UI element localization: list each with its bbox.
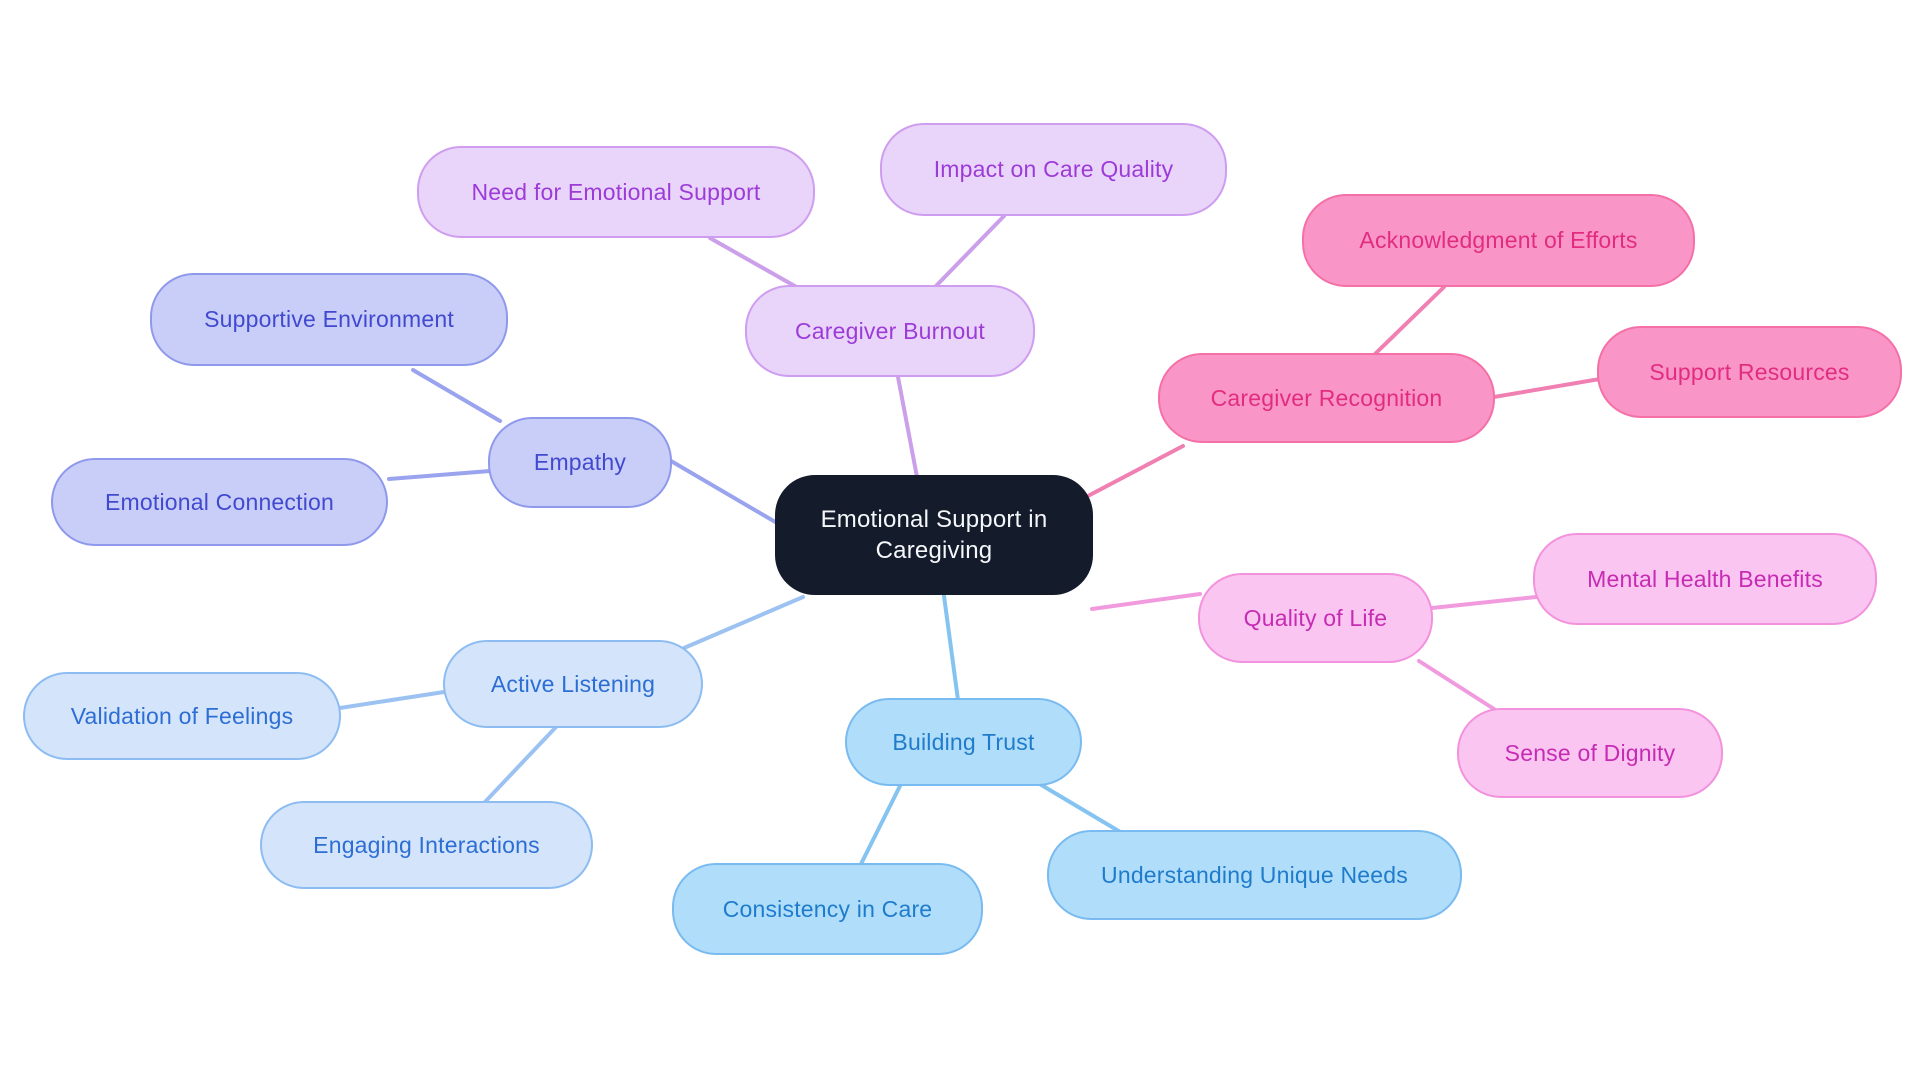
node-label: Supportive Environment	[204, 306, 454, 333]
mindmap-edge-trust-15	[942, 594, 960, 702]
mindmap-node-mental-health-benefits[interactable]: Mental Health Benefits	[1533, 533, 1877, 625]
node-label: Active Listening	[490, 670, 656, 697]
node-label: Acknowledgment of Efforts	[1359, 227, 1638, 254]
mindmap-edge-listening-12	[682, 595, 805, 650]
node-label: Emotional Connection	[104, 488, 335, 515]
mindmap-node-empathy[interactable]: Empathy	[488, 417, 672, 508]
mindmap-edge-empathy-9	[669, 459, 779, 525]
mindmap-node-active-listening[interactable]: Active Listening	[443, 640, 703, 728]
mindmap-node-engaging-interactions[interactable]: Engaging Interactions	[260, 801, 593, 889]
mindmap-edge-recognition-3	[1084, 444, 1185, 499]
node-label: Empathy	[533, 449, 627, 476]
node-label: Validation of Feelings	[70, 702, 294, 729]
mindmap-edge-burnout-1	[708, 236, 802, 291]
node-label: Emotional Support in Caregiving	[820, 505, 1048, 564]
mindmap-node-understanding-unique-needs[interactable]: Understanding Unique Needs	[1047, 830, 1462, 920]
mindmap-node-impact-on-care-quality[interactable]: Impact on Care Quality	[880, 123, 1227, 216]
mindmap-node-center[interactable]: Emotional Support in Caregiving	[775, 475, 1093, 595]
node-label: Impact on Care Quality	[933, 156, 1174, 183]
mindmap-node-support-resources[interactable]: Support Resources	[1597, 326, 1902, 418]
node-label: Mental Health Benefits	[1587, 565, 1823, 592]
mindmap-edge-quality-8	[1417, 659, 1496, 711]
mindmap-node-need-for-emotional-support[interactable]: Need for Emotional Support	[417, 146, 815, 238]
mindmap-node-quality-of-life[interactable]: Quality of Life	[1198, 573, 1433, 663]
mindmap-node-emotional-connection[interactable]: Emotional Connection	[51, 458, 388, 546]
mindmap-node-supportive-environment[interactable]: Supportive Environment	[150, 273, 508, 366]
node-label: Building Trust	[892, 728, 1035, 755]
mindmap-node-validation-of-feelings[interactable]: Validation of Feelings	[23, 672, 341, 760]
node-label: Sense of Dignity	[1504, 739, 1676, 766]
mindmap-edge-listening-14	[482, 725, 558, 805]
mindmap-edge-trust-16	[859, 782, 903, 866]
mindmap-edge-recognition-4	[1373, 285, 1446, 356]
node-label: Caregiver Burnout	[794, 317, 986, 344]
mindmap-edge-recognition-5	[1492, 377, 1602, 399]
mindmap-node-building-trust[interactable]: Building Trust	[845, 698, 1082, 786]
node-label: Need for Emotional Support	[471, 178, 761, 205]
mindmap-edge-empathy-10	[411, 368, 502, 423]
mindmap-edge-trust-17	[1036, 781, 1124, 835]
mindmap-node-caregiver-recognition[interactable]: Caregiver Recognition	[1158, 353, 1495, 443]
mindmap-edge-listening-13	[338, 690, 446, 710]
mindmap-node-consistency-in-care[interactable]: Consistency in Care	[672, 863, 983, 955]
mindmap-node-sense-of-dignity[interactable]: Sense of Dignity	[1457, 708, 1723, 798]
mindmap-edge-burnout-0	[896, 375, 919, 479]
node-label: Consistency in Care	[722, 895, 933, 922]
mindmap-edge-quality-7	[1430, 595, 1538, 610]
mindmap-edge-quality-6	[1090, 592, 1202, 611]
node-label: Quality of Life	[1243, 604, 1388, 631]
mindmap-node-acknowledgment-of-efforts[interactable]: Acknowledgment of Efforts	[1302, 194, 1695, 287]
mindmap-node-caregiver-burnout[interactable]: Caregiver Burnout	[745, 285, 1035, 377]
mindmap-edge-empathy-11	[387, 469, 492, 481]
node-label: Support Resources	[1649, 358, 1850, 385]
node-label: Caregiver Recognition	[1210, 384, 1443, 411]
node-label: Engaging Interactions	[313, 831, 540, 858]
mindmap-edge-burnout-2	[934, 214, 1006, 288]
node-label: Understanding Unique Needs	[1101, 861, 1408, 888]
